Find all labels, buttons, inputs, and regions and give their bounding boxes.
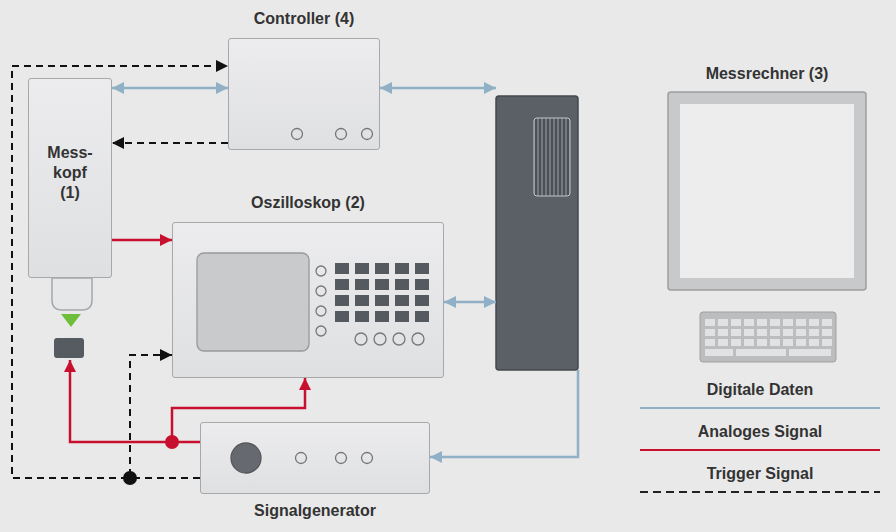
sample xyxy=(54,338,84,358)
legend-entry: Trigger Signal xyxy=(640,464,880,484)
connector xyxy=(112,142,228,144)
device-controls xyxy=(201,423,429,493)
legend-entry: Digitale Daten xyxy=(640,380,880,400)
device-label: Messrechner (3) xyxy=(706,65,829,82)
controller-box: Controller (4) xyxy=(228,38,380,150)
pc-tower xyxy=(496,96,578,370)
device-label: Mess- kopf (1) xyxy=(44,143,96,203)
connector xyxy=(444,301,496,304)
connector xyxy=(430,370,578,457)
legend-entry: Analoges Signal xyxy=(640,422,880,442)
device-label: Controller (4) xyxy=(254,10,354,27)
computer-group: Messrechner (3) xyxy=(496,56,866,370)
device-controls xyxy=(173,223,443,377)
device-label: Oszilloskop (2) xyxy=(251,194,365,211)
connector xyxy=(380,87,496,90)
connector xyxy=(112,239,172,242)
device-label: Signalgenerator xyxy=(254,502,376,519)
junction-dot xyxy=(123,471,137,485)
analog-wire xyxy=(70,360,172,442)
legend-text: Analoges Signal xyxy=(698,423,822,440)
monitor xyxy=(668,92,866,290)
keyboard xyxy=(700,312,836,362)
legend-line xyxy=(640,407,880,409)
legend-line xyxy=(640,491,880,493)
probe-head-box: Mess- kopf (1) xyxy=(28,78,112,278)
legend-line xyxy=(640,449,880,451)
signal-generator-box: Signalgenerator xyxy=(200,422,430,494)
legend-text: Digitale Daten xyxy=(707,381,814,398)
legend-text: Trigger Signal xyxy=(707,465,814,482)
oscilloscope-box: Oszilloskop (2) xyxy=(172,222,444,378)
junction-dot xyxy=(165,435,179,449)
probe-optics xyxy=(52,278,92,358)
connector xyxy=(112,87,228,90)
device-controls xyxy=(229,39,379,149)
